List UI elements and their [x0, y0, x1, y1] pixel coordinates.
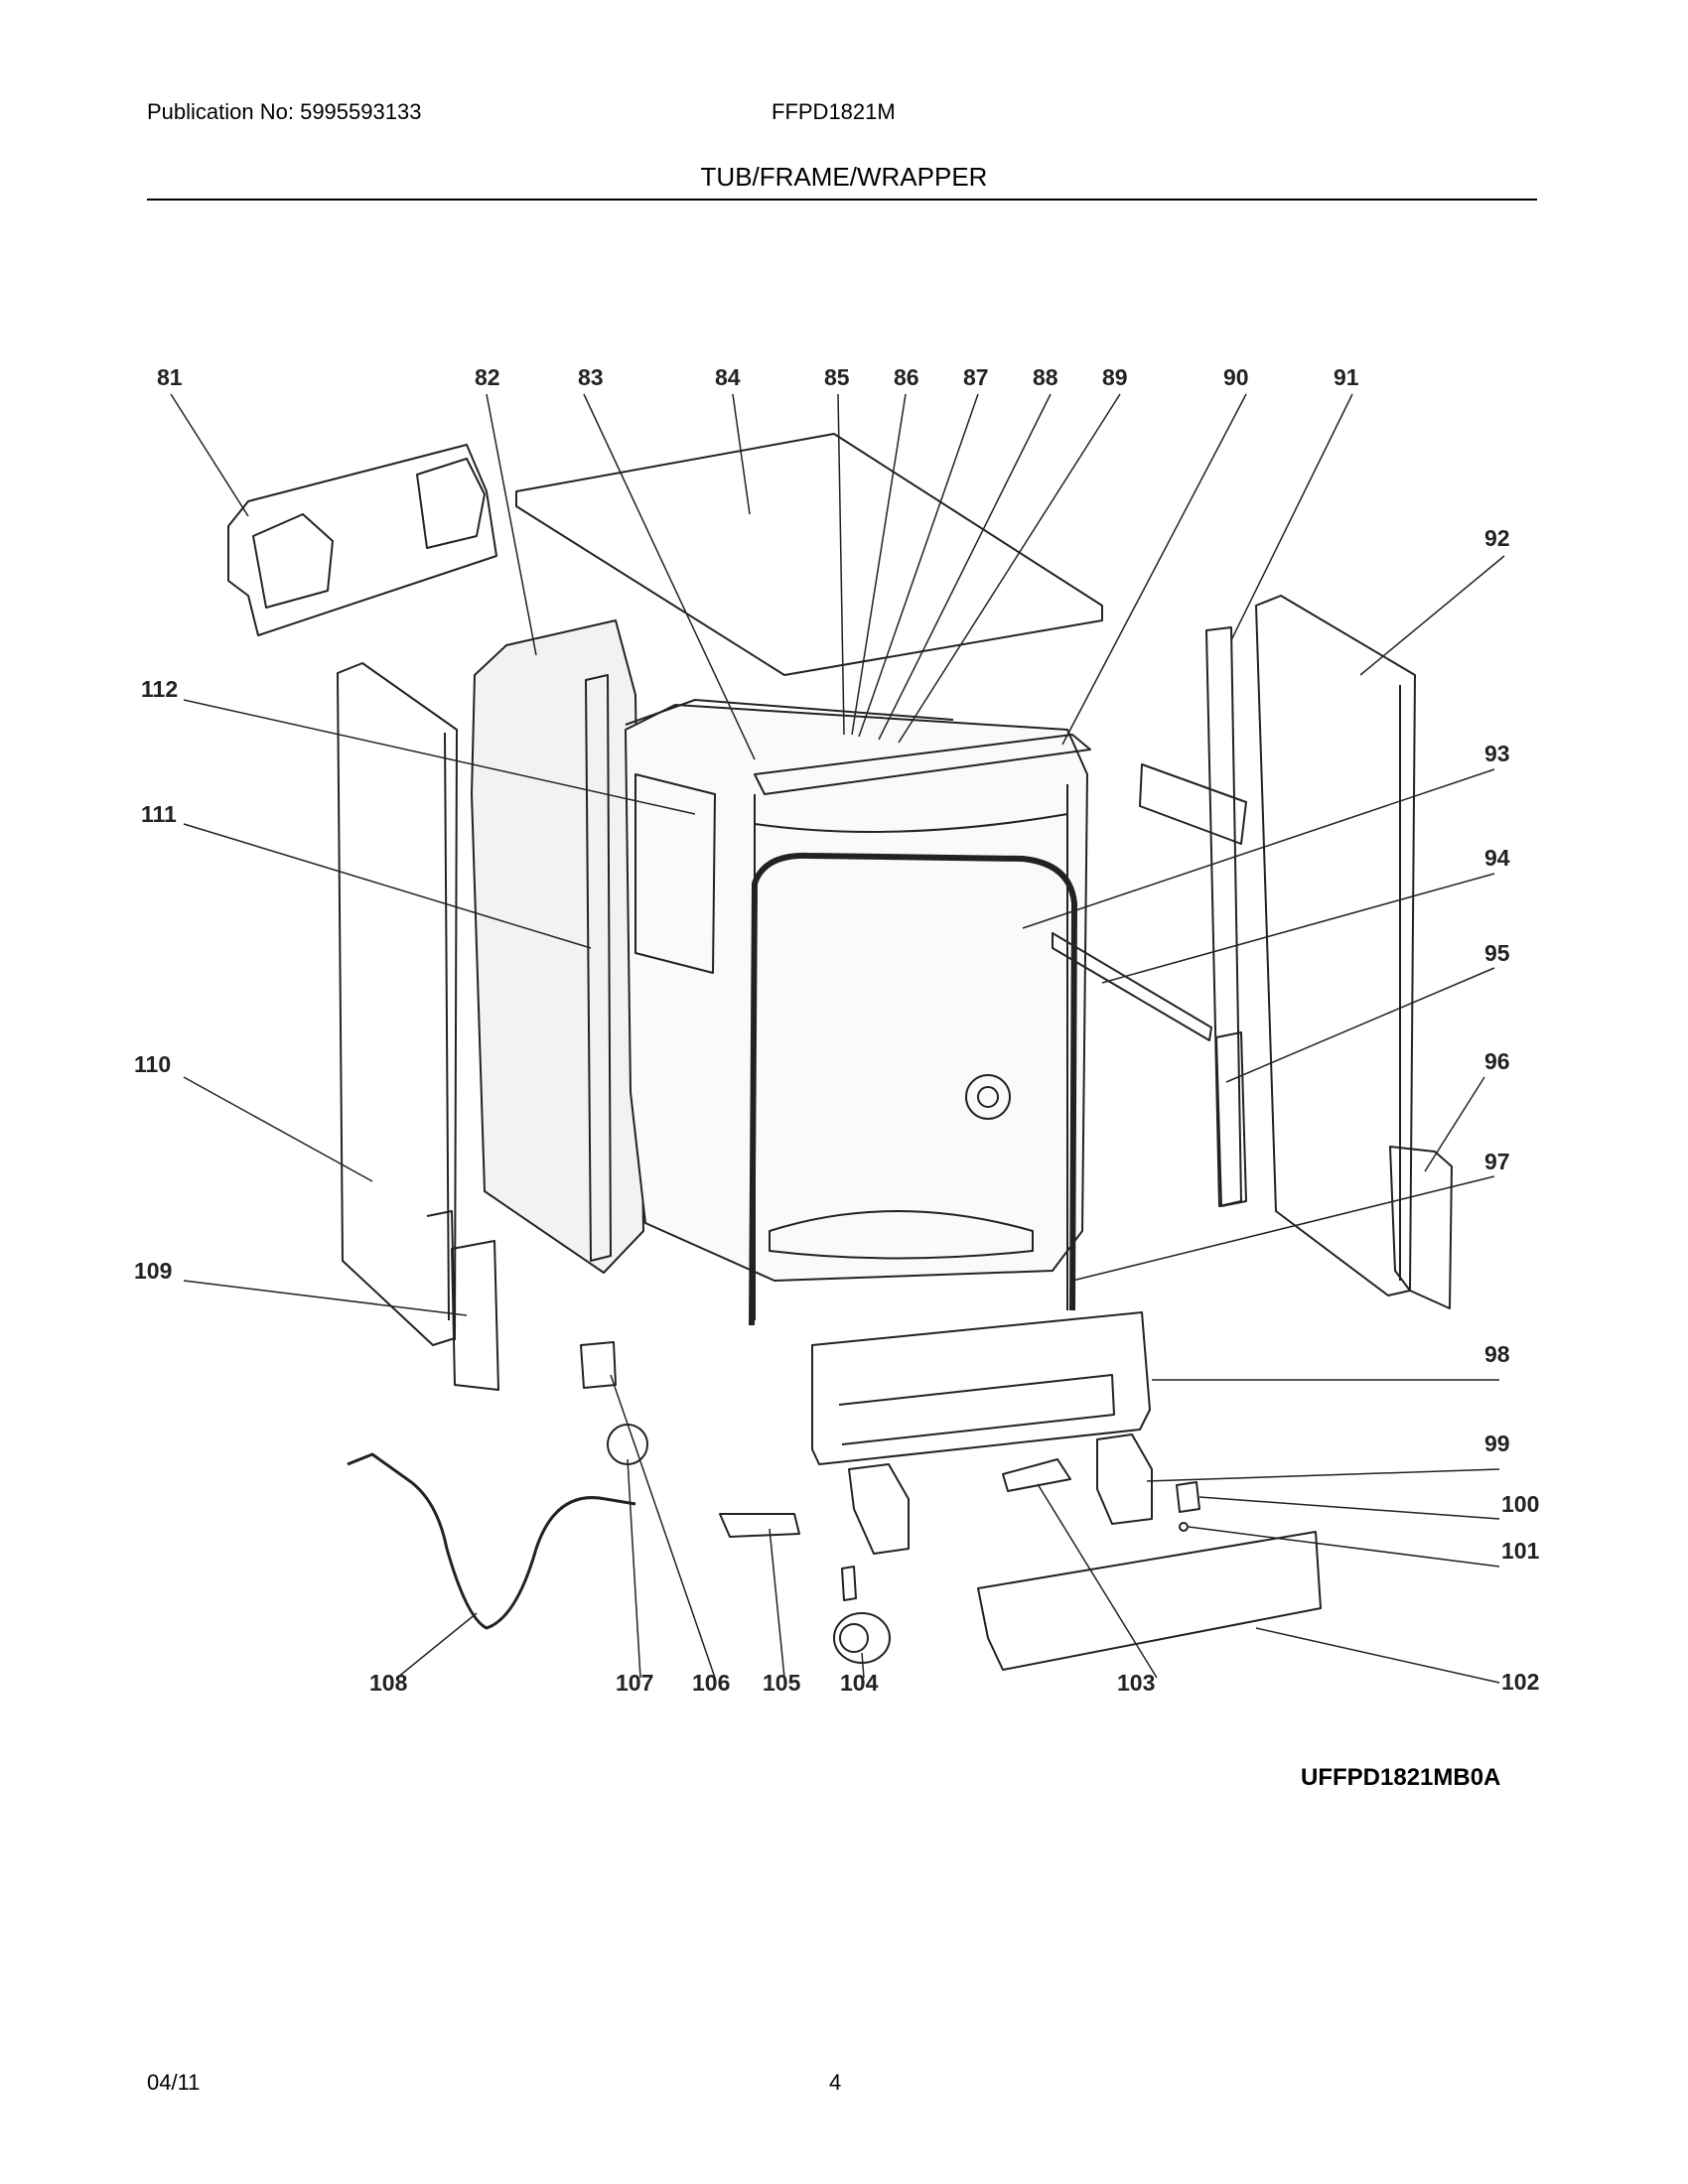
callout-96: 96 — [1484, 1048, 1510, 1074]
callout-91: 91 — [1334, 364, 1359, 390]
callout-85: 85 — [824, 364, 850, 390]
part-111-frame-rail — [585, 674, 612, 1262]
page-title: TUB/FRAME/WRAPPER — [700, 162, 988, 192]
part-99-leg-bracket — [1096, 1433, 1153, 1525]
part-109-panel — [451, 1240, 499, 1391]
part-82-side-panel — [471, 619, 644, 1274]
part-100-clip — [1176, 1481, 1200, 1513]
callout-103: 103 — [1117, 1670, 1155, 1696]
header-divider — [147, 199, 1537, 201]
callout-90: 90 — [1223, 364, 1249, 390]
part-104-caster-mount — [841, 1566, 857, 1601]
callout-92: 92 — [1484, 525, 1510, 551]
callout-89: 89 — [1102, 364, 1128, 390]
publication-number: Publication No: 5995593133 — [147, 99, 422, 124]
callout-106: 106 — [692, 1670, 730, 1696]
callout-110: 110 — [134, 1051, 171, 1077]
part-103-slide — [1002, 1458, 1071, 1492]
part-102-toe-panel — [977, 1531, 1322, 1671]
callout-87: 87 — [963, 364, 989, 390]
part-94-rail — [1052, 932, 1212, 1041]
callout-112: 112 — [141, 676, 178, 702]
callout-95: 95 — [1484, 940, 1510, 966]
part-105-bracket — [719, 1513, 800, 1538]
callout-81: 81 — [157, 364, 183, 390]
callout-88: 88 — [1033, 364, 1058, 390]
part-97-door-seal — [749, 852, 1077, 1326]
callout-111: 111 — [141, 801, 177, 827]
callout-105: 105 — [763, 1670, 801, 1696]
callout-102: 102 — [1501, 1669, 1539, 1695]
callout-101: 101 — [1501, 1538, 1540, 1564]
part-91-side-rail — [1205, 626, 1242, 1207]
part-93-bracket — [1139, 763, 1247, 845]
callout-94: 94 — [1484, 845, 1510, 871]
callout-107: 107 — [616, 1670, 653, 1696]
callout-104: 104 — [840, 1670, 879, 1696]
tub — [625, 704, 1088, 1282]
part-96-bracket — [1389, 1146, 1453, 1309]
callout-109: 109 — [134, 1258, 172, 1284]
callout-83: 83 — [578, 364, 604, 390]
callout-82: 82 — [475, 364, 500, 390]
callout-100: 100 — [1501, 1491, 1539, 1517]
callout-108: 108 — [369, 1670, 408, 1696]
callout-84: 84 — [715, 364, 741, 390]
part-108-power-cord — [347, 1452, 636, 1630]
revision-date: 04/11 — [147, 2070, 201, 2095]
part-90-top-rail — [754, 734, 1091, 795]
part-101-screw — [1179, 1522, 1189, 1532]
page-number: 4 — [829, 2070, 842, 2095]
part-107-grommet — [607, 1424, 648, 1465]
callout-93: 93 — [1484, 741, 1510, 766]
part-110-side-wrapper — [337, 662, 458, 1346]
callout-86: 86 — [894, 364, 919, 390]
callout-97: 97 — [1484, 1149, 1510, 1174]
callout-98: 98 — [1484, 1341, 1510, 1367]
part-95-hinge — [1215, 1031, 1247, 1207]
model-number: FFPD1821M — [772, 99, 896, 124]
part-106-plate — [580, 1341, 617, 1389]
part-112-tub-side — [634, 773, 716, 974]
diagram-code: UFFPD1821MB0A — [1301, 1764, 1501, 1791]
part-98-kickplate — [811, 1311, 1151, 1465]
part-81-rear-bracket — [227, 444, 497, 636]
callout-99: 99 — [1484, 1431, 1510, 1456]
